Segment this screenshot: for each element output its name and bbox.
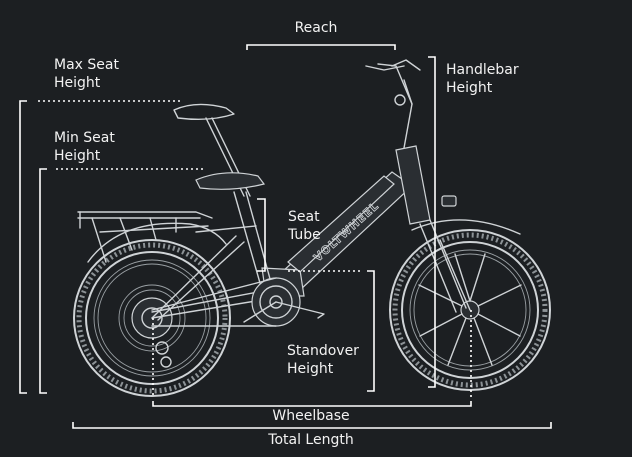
handlebar-height-line — [428, 56, 436, 388]
handlebar-height-line-1: Handlebar — [446, 62, 519, 78]
handlebar-height-label: Handlebar Height — [446, 61, 519, 97]
seats — [173, 103, 266, 197]
min-seat-height-line-2: Height — [54, 148, 101, 164]
standover-height-line-1: Standover — [287, 343, 359, 359]
min-seat-height-label: Min Seat Height — [54, 129, 115, 165]
max-seat-height-label: Max Seat Height — [54, 56, 119, 92]
rear-rack — [77, 211, 227, 263]
min-seat-height-line — [39, 168, 47, 394]
max-seat-height-line-2: Height — [54, 75, 101, 91]
front-wheel — [389, 229, 551, 391]
standover-height-label: Standover Height — [287, 342, 359, 378]
front-fender — [411, 219, 521, 235]
standover-height-line — [367, 270, 375, 392]
max-seat-height-line-1: Max Seat — [54, 57, 119, 73]
wheelbase-label-text: Wheelbase — [272, 408, 350, 424]
reach-label-text: Reach — [294, 20, 338, 36]
seat-tube-line — [257, 198, 266, 272]
total-length-label: Total Length — [236, 431, 386, 449]
seat-tube-line-2: Tube — [288, 227, 321, 243]
total-length-label-text: Total Length — [268, 432, 354, 448]
dimension-lines — [19, 44, 552, 429]
standover-height-line-2: Height — [287, 361, 334, 377]
max-seat-height-line — [19, 100, 27, 394]
total-length-bracket — [72, 422, 552, 429]
reach-bracket — [246, 44, 396, 50]
wheelbase-bracket — [152, 401, 472, 407]
reach-label: Reach — [271, 19, 361, 37]
wheelbase-label: Wheelbase — [246, 407, 376, 425]
seat-tube-label: Seat Tube — [288, 208, 321, 244]
seat-tube-line-1: Seat — [288, 209, 320, 225]
min-seat-height-line-1: Min Seat — [54, 130, 115, 146]
drivetrain — [151, 277, 325, 368]
handlebar-height-line-2: Height — [446, 80, 493, 96]
frame — [151, 59, 471, 321]
